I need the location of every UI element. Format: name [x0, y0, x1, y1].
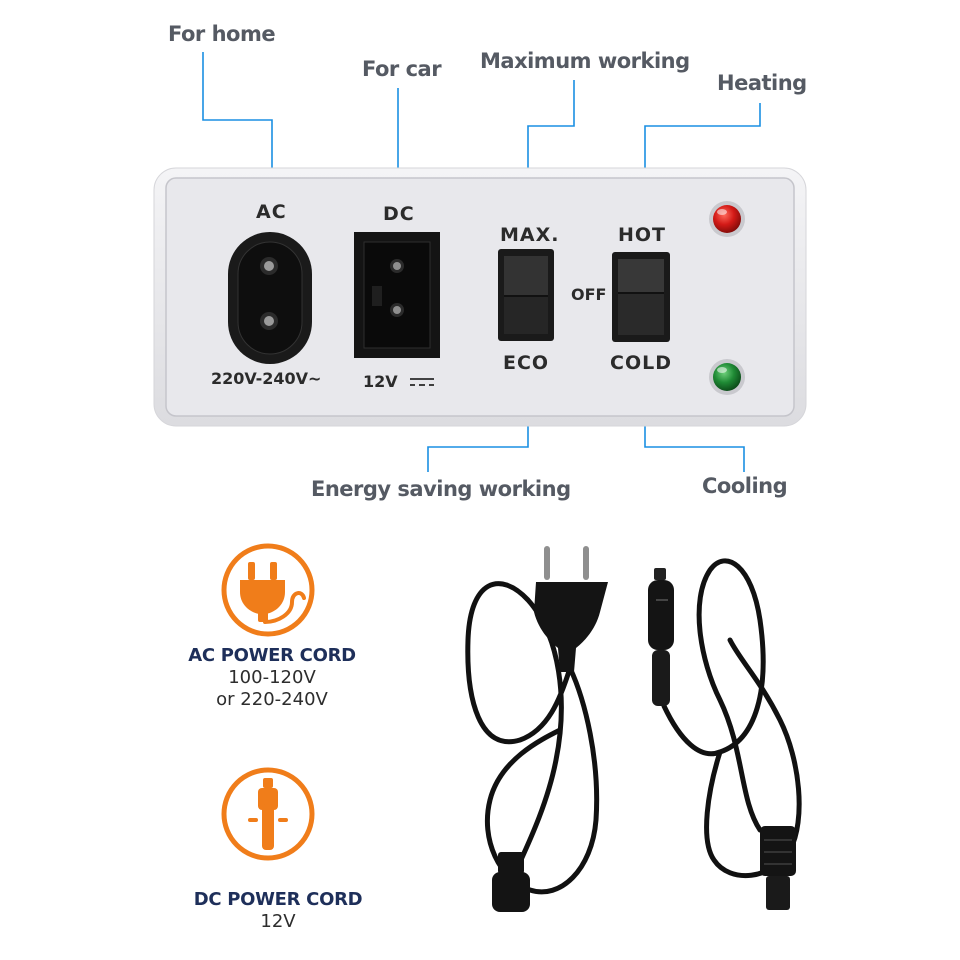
dc-socket[interactable]	[354, 232, 440, 358]
panel-cold-label: COLD	[610, 352, 672, 374]
figure8-connector-icon	[492, 852, 530, 912]
dc-cord-title: DC POWER CORD	[193, 889, 363, 910]
panel-max-label: MAX.	[500, 224, 560, 246]
ac-socket[interactable]	[228, 232, 312, 364]
panel-dc-voltage: 12V	[363, 372, 398, 391]
plug-icon	[221, 543, 315, 637]
label-heating: Heating	[717, 71, 807, 95]
panel-ac-label: AC	[256, 201, 287, 223]
label-for-home: For home	[168, 22, 276, 46]
panel-eco-label: ECO	[503, 352, 550, 374]
label-for-car: For car	[362, 57, 442, 81]
car-plug-icon	[648, 568, 674, 706]
line-for-home	[202, 52, 273, 192]
panel-ac-voltage: 220V-240V~	[211, 369, 322, 388]
heating-led	[709, 201, 745, 237]
dc-connector-icon	[760, 826, 796, 910]
hot-cold-switch[interactable]	[612, 252, 670, 342]
panel-off-label: OFF	[571, 285, 607, 304]
ac-cord-line1: 100-120V	[228, 667, 316, 688]
label-energy-saving: Energy saving working	[311, 477, 571, 501]
panel-hot-label: HOT	[618, 224, 667, 246]
euro-plug-icon	[534, 546, 608, 672]
ac-cord-line2: or 220-240V	[216, 689, 328, 710]
label-cooling: Cooling	[702, 474, 788, 498]
label-maximum-working: Maximum working	[480, 49, 690, 73]
ac-cord-title: AC POWER CORD	[188, 645, 356, 666]
dc-symbol-icon	[410, 378, 434, 386]
panel-dc-label: DC	[383, 203, 415, 225]
cooling-led	[709, 359, 745, 395]
car-charger-icon	[221, 767, 315, 861]
dc-cord-line1: 12V	[260, 911, 296, 932]
max-eco-switch[interactable]	[498, 249, 554, 341]
